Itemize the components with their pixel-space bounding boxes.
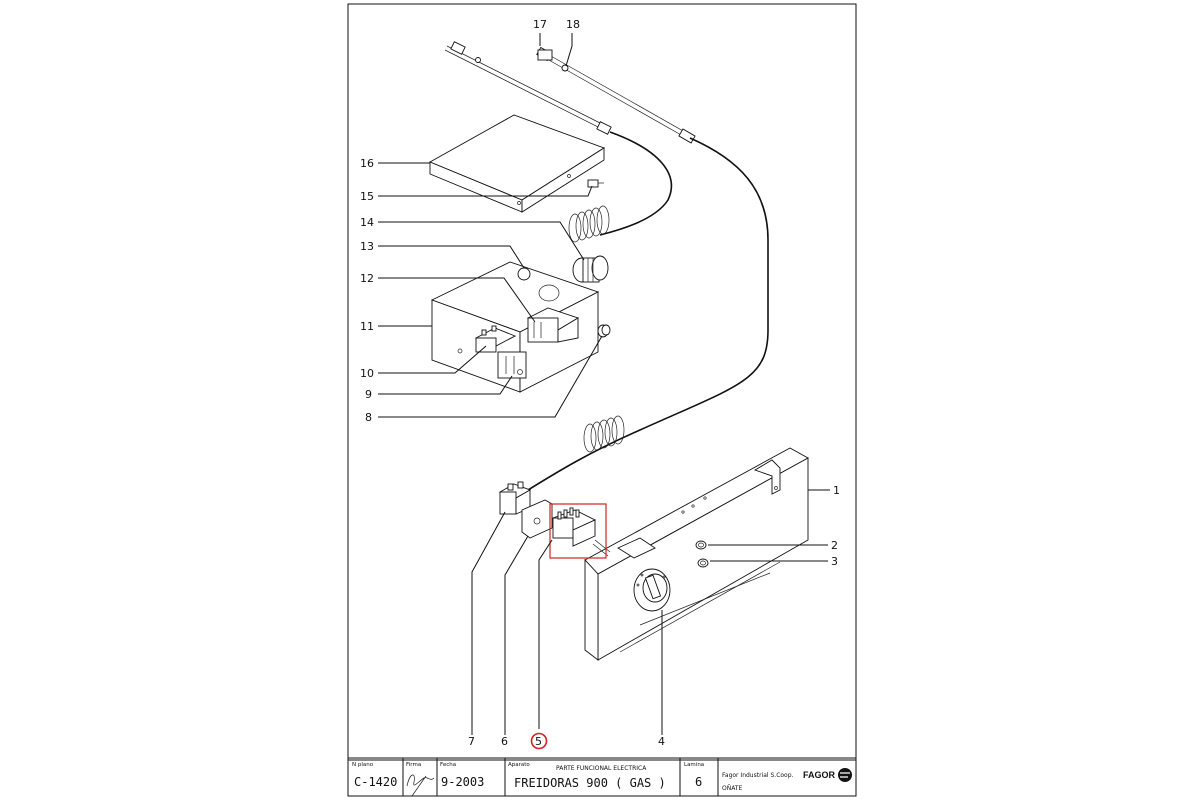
selector-switch: [551, 507, 611, 557]
device-value: FREIDORAS 900 ( GAS ): [514, 776, 666, 790]
brand-logo-mark: [838, 768, 852, 782]
coil-upper: [568, 205, 610, 243]
terminal-strip: [474, 325, 517, 353]
cable-gland: [572, 255, 609, 283]
grommet: [597, 324, 611, 338]
callout-8: 8: [365, 411, 372, 424]
upper-cable: [599, 131, 673, 236]
company-name: Fagor Industrial S.Coop.: [722, 772, 794, 779]
brand-logo-text: FAGOR: [803, 770, 836, 780]
callout-6: 6: [501, 735, 508, 748]
company-city: OÑATE: [722, 785, 743, 792]
pilot-light-3: [697, 558, 709, 568]
callout-18: 18: [566, 18, 580, 31]
callout-1: 1: [833, 484, 840, 497]
callout-15: 15: [360, 190, 374, 203]
sheet-value: 6: [695, 775, 702, 789]
plan-label: N plano: [352, 762, 374, 768]
sheet-border: [347, 3, 857, 797]
contactor: [526, 307, 580, 343]
signature: [406, 774, 435, 797]
section-title: PARTE FUNCIONAL ELECTRICA: [556, 765, 647, 772]
pilot-light-2: [695, 540, 707, 550]
callout-2: 2: [831, 539, 838, 552]
date-label: Fecha: [440, 762, 456, 768]
capillary-tube-b: [536, 46, 696, 144]
selector-switch-highlight-box: [549, 503, 607, 559]
exploded-view: [428, 41, 809, 661]
callout-14: 14: [360, 216, 374, 229]
mounting-bracket: [521, 499, 553, 539]
callout-11: 11: [360, 320, 374, 333]
signature-label: Firma: [406, 762, 421, 768]
panel-bracket: [617, 537, 656, 559]
device-label: Aparato: [508, 762, 530, 768]
callout-12: 12: [360, 272, 374, 285]
main-cable: [519, 137, 769, 496]
cover-plate: [428, 114, 606, 213]
connector-17: [537, 49, 553, 61]
callout-4: 4: [658, 735, 665, 748]
capillary-tube-a: [444, 41, 612, 135]
plan-value: C-1420: [354, 775, 397, 789]
callout-17: 17: [533, 18, 547, 31]
title-block: N plano C-1420 Firma Fecha 9-2003 Aparat…: [348, 757, 856, 797]
callout-9: 9: [365, 388, 372, 401]
callout-3: 3: [831, 555, 838, 568]
control-knob: [633, 568, 671, 612]
coil-lower: [583, 415, 625, 453]
callout-5-highlight-circle: [530, 732, 548, 750]
callout-16: 16: [360, 157, 374, 170]
control-panel: [584, 447, 809, 661]
callout-7: 7: [468, 735, 475, 748]
sheet-label: Lamina: [684, 762, 704, 768]
callout-labels: 1 2 3 4 5 6 7 8 9 10 11 12 13 14 15 16 1…: [360, 18, 840, 750]
date-value: 9-2003: [441, 775, 484, 789]
switch-bracket: [497, 351, 527, 379]
callout-5: 5: [535, 735, 542, 748]
leader-lines: [378, 33, 830, 735]
callout-13: 13: [360, 240, 374, 253]
callout-10: 10: [360, 367, 374, 380]
screw: [587, 179, 604, 188]
